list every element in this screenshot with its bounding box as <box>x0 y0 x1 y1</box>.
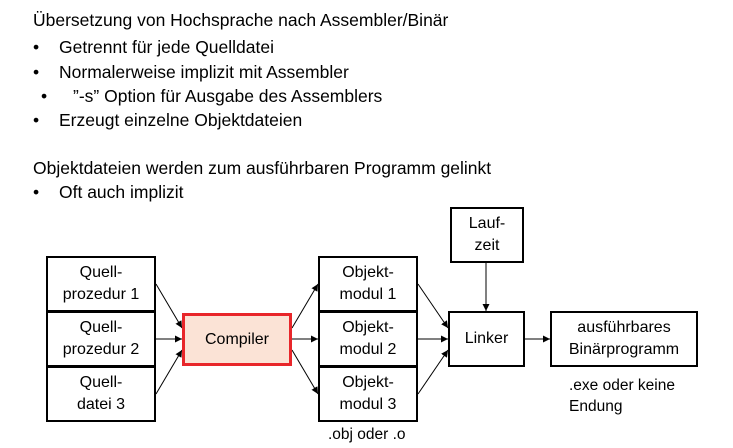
object-3-line1: Objekt- <box>342 374 394 391</box>
bullet-marker: • <box>33 110 40 130</box>
arrow-object3-linker <box>417 349 449 395</box>
heading-translation: Übersetzung von Hochsprache nach Assembl… <box>33 10 449 30</box>
linker-box: Linker <box>448 311 525 367</box>
bullet-marker: • <box>33 182 40 202</box>
object-box-1: Objekt-modul 1 <box>318 256 418 312</box>
heading-linking: Objektdateien werden zum ausführbaren Pr… <box>33 158 492 178</box>
executable-extension-note-line2: Endung <box>569 398 623 415</box>
bullet-marker: • <box>33 62 40 82</box>
runtime-line2: zeit <box>474 237 500 254</box>
object-file-extension-note: .obj oder .o <box>328 426 406 443</box>
bullet-often-implicit: Oft auch implizit <box>59 182 184 202</box>
source-box-2: Quell-prozedur 2 <box>46 311 156 367</box>
source-3-line1: Quell- <box>79 374 123 391</box>
runtime-box: Lauf-zeit <box>450 207 524 263</box>
executable-line1: ausführbares <box>577 319 671 336</box>
arrow-source1-compiler <box>155 283 183 329</box>
object-3-line2: modul 3 <box>339 396 397 413</box>
bullet-marker: • <box>33 37 40 57</box>
object-box-3: Objekt-modul 3 <box>318 366 418 422</box>
source-1-line1: Quell- <box>79 264 123 281</box>
executable-line2: Binärprogramm <box>568 341 680 358</box>
sub-bullet-marker: • <box>41 86 48 106</box>
sub-bullet-s-option: ”-s” Option für Ausgabe des Assemblers <box>73 86 383 106</box>
object-2-line2: modul 2 <box>339 341 397 358</box>
compiler-label: Compiler <box>204 330 269 348</box>
bullet-implicit-assembler: Normalerweise implizit mit Assembler <box>59 62 349 82</box>
source-3-line2: datei 3 <box>76 396 126 413</box>
linker-label: Linker <box>464 330 509 347</box>
bullet-separate-per-source: Getrennt für jede Quelldatei <box>59 37 274 57</box>
arrow-compiler-object1 <box>291 283 319 329</box>
object-box-2: Objekt-modul 2 <box>318 311 418 367</box>
arrow-object1-linker <box>417 283 449 329</box>
object-2-line1: Objekt- <box>342 319 394 336</box>
source-box-3: Quell-datei 3 <box>46 366 156 422</box>
source-box-1: Quell-prozedur 1 <box>46 256 156 312</box>
runtime-line1: Lauf- <box>468 215 506 232</box>
bullet-object-files: Erzeugt einzelne Objektdateien <box>59 110 303 130</box>
compiler-box: Compiler <box>182 313 292 366</box>
source-2-line2: prozedur 2 <box>62 341 140 358</box>
arrow-compiler-object3 <box>291 349 319 395</box>
executable-extension-note-line1: .exe oder keine <box>569 377 675 394</box>
source-1-line2: prozedur 1 <box>62 286 140 303</box>
object-1-line1: Objekt- <box>342 264 394 281</box>
source-2-line1: Quell- <box>79 319 123 336</box>
arrow-source3-compiler <box>155 349 183 395</box>
object-1-line2: modul 1 <box>339 286 397 303</box>
